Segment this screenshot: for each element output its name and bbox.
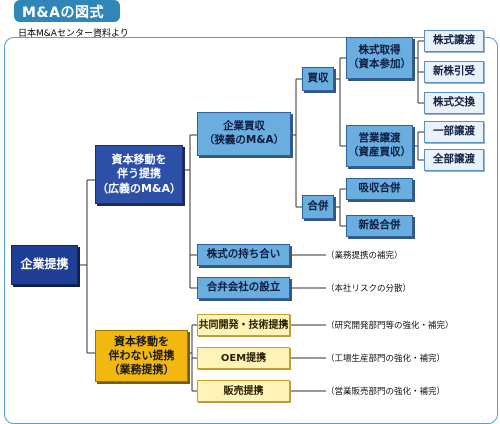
note-cross-holding: （業務提携の補完）: [326, 251, 403, 261]
title-tab: M&Aの図式: [14, 0, 120, 22]
node-oem: OEM提携: [197, 347, 290, 369]
node-full-transfer: 全部譲渡: [424, 149, 484, 171]
node-root: 企業提携: [11, 245, 78, 285]
node-business-transfer: 営業譲渡 （資産買収）: [346, 125, 413, 167]
note-oem: （工場生産部門の強化・補完）: [326, 354, 446, 364]
note-joint-dev: （研究開発部門等の強化・補完）: [326, 321, 454, 331]
node-new-merger: 新設合併: [346, 215, 413, 237]
node-purchase: 買収: [302, 67, 334, 91]
node-stock-acquisition: 株式取得 （資本参加）: [346, 37, 413, 79]
diagram-title: M&Aの図式: [22, 5, 104, 21]
node-stock-transfer: 株式譲渡: [424, 30, 484, 52]
node-capital-move: 資本移動を 伴う提携 （広義のM&A）: [95, 145, 183, 204]
node-merger: 合併: [302, 195, 334, 219]
node-no-capital-move: 資本移動を 伴わない提携 （業務提携）: [95, 330, 188, 382]
node-absorption-merger: 吸収合併: [346, 178, 413, 200]
node-new-shares: 新株引受: [424, 61, 484, 83]
node-cross-holding: 株式の持ち合い: [197, 244, 290, 266]
node-acquisition-narrow: 企業買収 （狭義のM&A）: [197, 112, 291, 156]
node-joint-dev: 共同開発・技術提携: [197, 314, 290, 336]
source-note: 日本M&Aセンター資料より: [18, 29, 129, 39]
node-stock-exchange: 株式交換: [424, 92, 484, 114]
note-joint-venture: （本社リスクの分散）: [326, 284, 412, 294]
note-sales: （営業販売部門の強化・補完）: [326, 387, 446, 397]
node-sales: 販売提携: [197, 380, 290, 402]
node-joint-venture: 合弁会社の設立: [197, 277, 290, 299]
node-partial-transfer: 一部譲渡: [424, 121, 484, 143]
